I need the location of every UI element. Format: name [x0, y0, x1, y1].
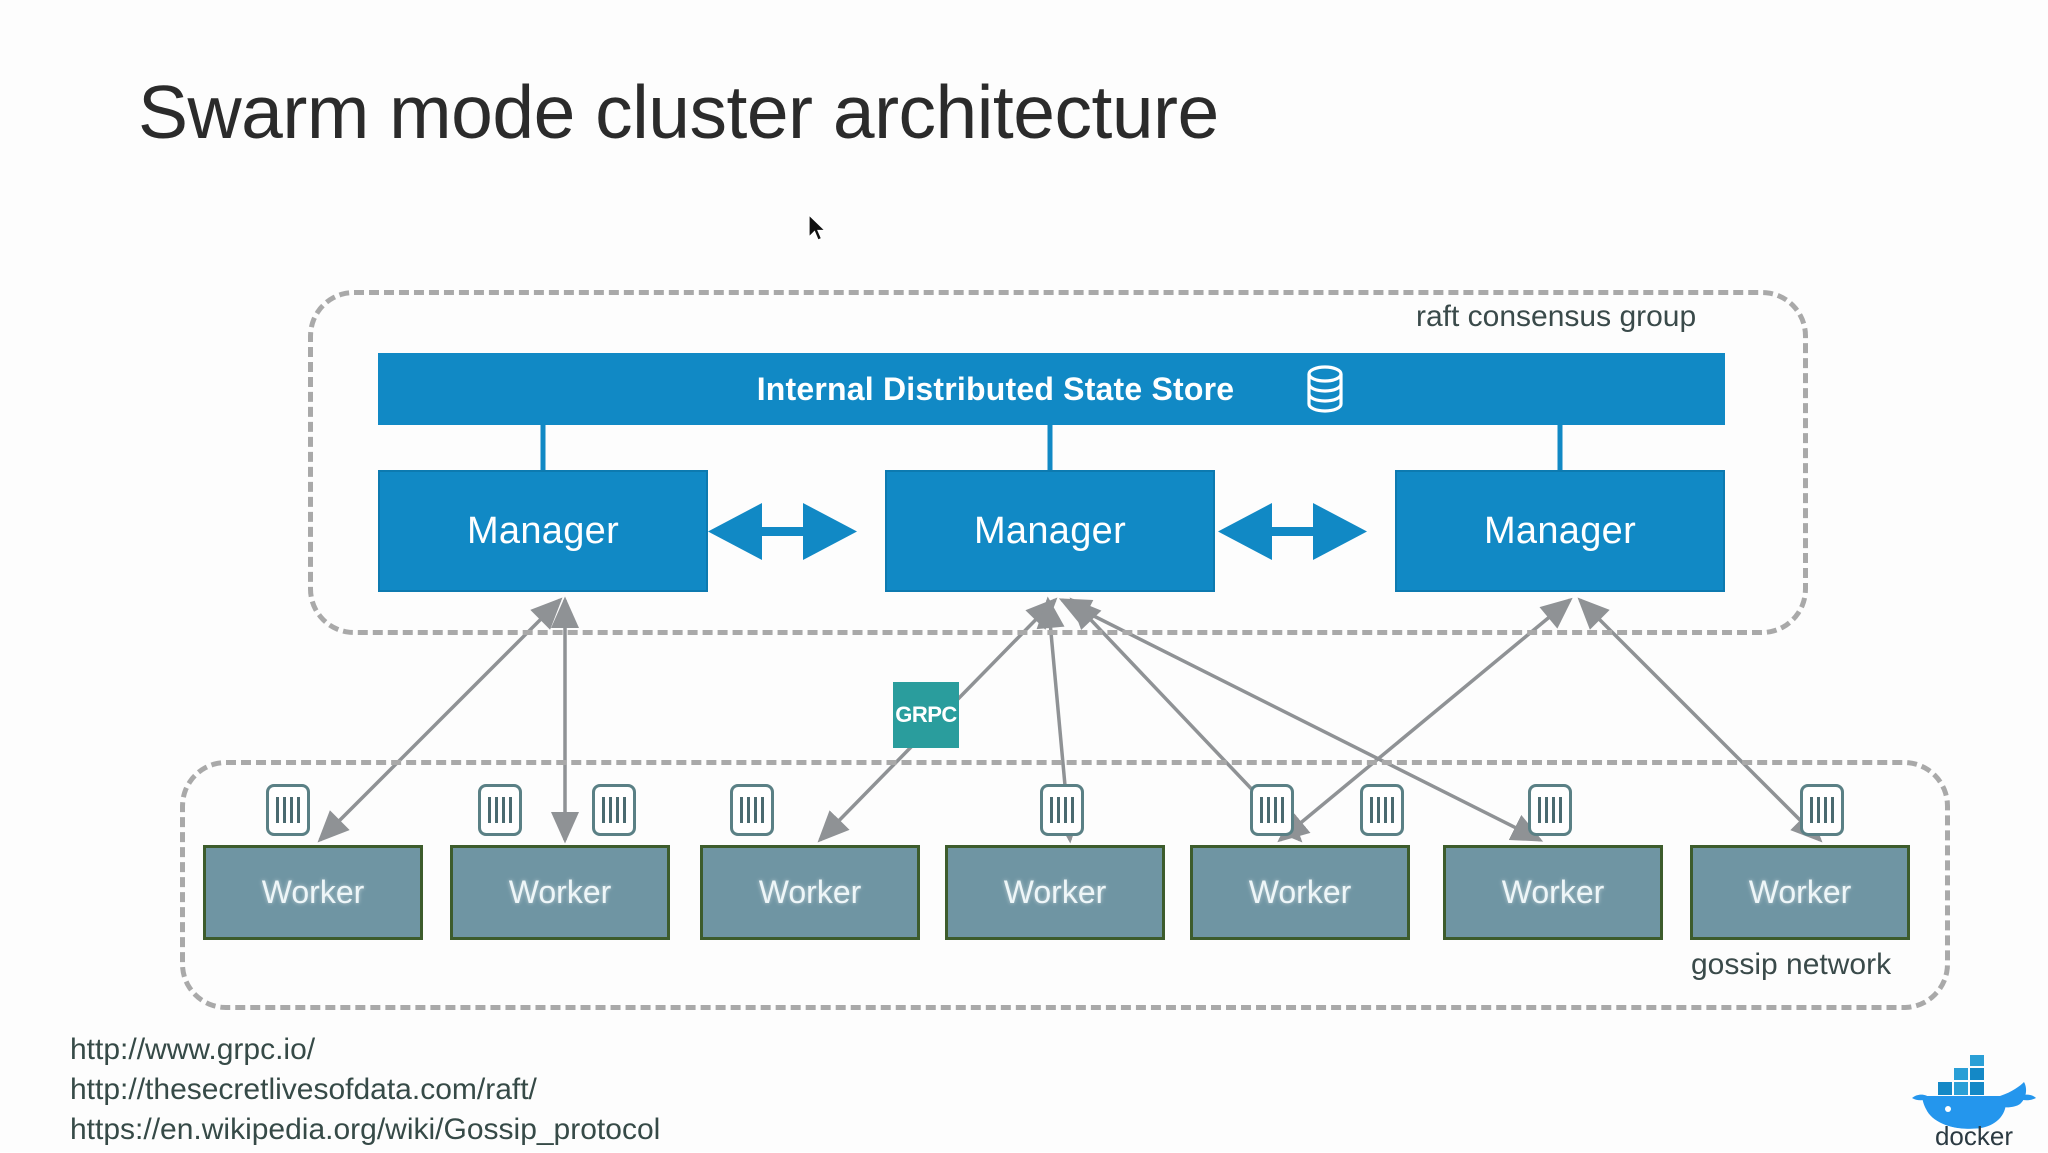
manager-label: Manager	[466, 509, 620, 552]
worker-label: Worker	[261, 874, 365, 910]
container-icon	[1800, 784, 1844, 836]
worker-label: Worker	[1248, 874, 1352, 910]
worker-node[interactable]: Worker	[700, 845, 920, 940]
container-icon	[1040, 784, 1084, 836]
worker-label: Worker	[1748, 874, 1852, 910]
worker-label: Worker	[508, 874, 612, 910]
reference-link[interactable]: http://www.grpc.io/	[70, 1033, 316, 1066]
worker-label: Worker	[1003, 874, 1107, 910]
worker-node[interactable]: Worker	[1690, 845, 1910, 940]
state-store-label: Internal Distributed State Store	[756, 370, 1235, 407]
worker-node[interactable]: Worker	[450, 845, 670, 940]
gossip-network-group-label: gossip network	[1683, 948, 1900, 982]
container-icon	[1528, 784, 1572, 836]
manager-node[interactable]: Manager	[378, 470, 708, 592]
gossip-network-group-box	[180, 760, 1950, 1010]
docker-whale-icon	[1912, 1055, 2036, 1130]
reference-links: http://www.grpc.io/ http://thesecretlive…	[70, 1030, 660, 1150]
container-icon	[592, 784, 636, 836]
worker-label: Worker	[758, 874, 862, 910]
raft-consensus-group-box	[308, 290, 1808, 635]
manager-label: Manager	[1483, 509, 1637, 552]
internal-distributed-state-store[interactable]: Internal Distributed State Store	[378, 353, 1725, 425]
grpc-label: GRPC	[895, 702, 957, 727]
worker-label: Worker	[1501, 874, 1605, 910]
docker-logo: docker	[1908, 1052, 2040, 1151]
container-icon	[1250, 784, 1294, 836]
worker-node[interactable]: Worker	[1190, 845, 1410, 940]
docker-wordmark: docker	[1935, 1121, 2013, 1148]
manager-node[interactable]: Manager	[885, 470, 1215, 592]
manager-label: Manager	[973, 509, 1127, 552]
container-icon	[1360, 784, 1404, 836]
container-icon	[730, 784, 774, 836]
reference-link[interactable]: https://en.wikipedia.org/wiki/Gossip_pro…	[70, 1113, 661, 1146]
manager-node[interactable]: Manager	[1395, 470, 1725, 592]
worker-node[interactable]: Worker	[203, 845, 423, 940]
grpc-logo-icon[interactable]: GRPC	[893, 682, 959, 748]
container-icon	[266, 784, 310, 836]
worker-node[interactable]: Worker	[1443, 845, 1663, 940]
page-title: Swarm mode cluster architecture	[138, 70, 1219, 154]
worker-node[interactable]: Worker	[945, 845, 1165, 940]
database-icon	[1304, 365, 1346, 413]
reference-link[interactable]: http://thesecretlivesofdata.com/raft/	[70, 1073, 537, 1106]
raft-consensus-group-label: raft consensus group	[1408, 300, 1705, 334]
container-icon	[478, 784, 522, 836]
mouse-pointer-icon	[808, 213, 830, 246]
